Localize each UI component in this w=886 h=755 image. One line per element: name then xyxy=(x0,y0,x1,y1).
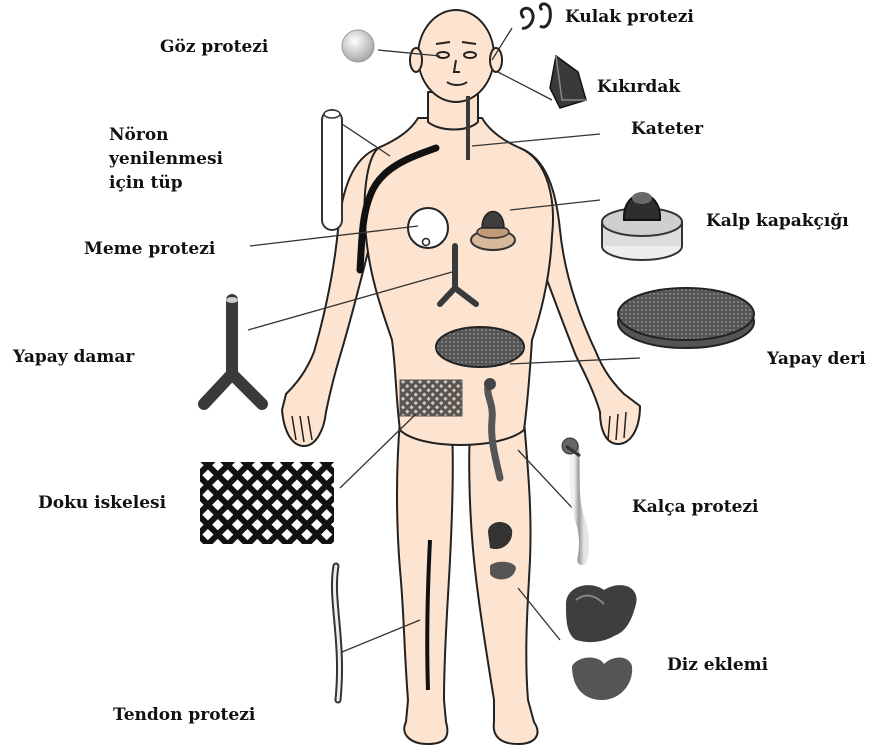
label-catheter: Kateter xyxy=(631,118,703,140)
label-eye-prosthesis: Göz protezi xyxy=(160,36,268,58)
label-cartilage: Kıkırdak xyxy=(597,76,680,98)
label-knee-joint: Diz eklemi xyxy=(667,654,768,676)
label-nerve-tube-2: yenilenmesi xyxy=(109,148,223,170)
knee-joint xyxy=(566,585,637,700)
vascular-graft-large xyxy=(204,300,262,404)
artificial-skin-disc xyxy=(618,288,754,348)
eye-prosthesis-sphere xyxy=(342,30,374,62)
label-tissue-scaffold: Doku iskelesi xyxy=(38,492,166,514)
label-nerve-tube-3: için tüp xyxy=(109,172,183,194)
tissue-scaffold xyxy=(200,462,334,544)
label-hip-prosthesis: Kalça protezi xyxy=(632,496,759,518)
label-nerve-tube-1: Nöron xyxy=(109,124,169,146)
label-artificial-skin: Yapay deri xyxy=(767,348,866,370)
hip-prosthesis xyxy=(562,438,584,560)
heart-valve-large xyxy=(602,192,682,260)
label-vascular-graft: Yapay damar xyxy=(13,346,134,368)
ear-prosthesis-shape xyxy=(521,8,533,28)
label-heart-valve: Kalp kapakçığı xyxy=(706,210,849,232)
label-tendon-prosthesis: Tendon protezi xyxy=(113,704,255,726)
label-breast-prosthesis: Meme protezi xyxy=(84,238,215,260)
label-ear-prosthesis: Kulak protezi xyxy=(565,6,694,28)
nerve-tube xyxy=(322,110,342,230)
